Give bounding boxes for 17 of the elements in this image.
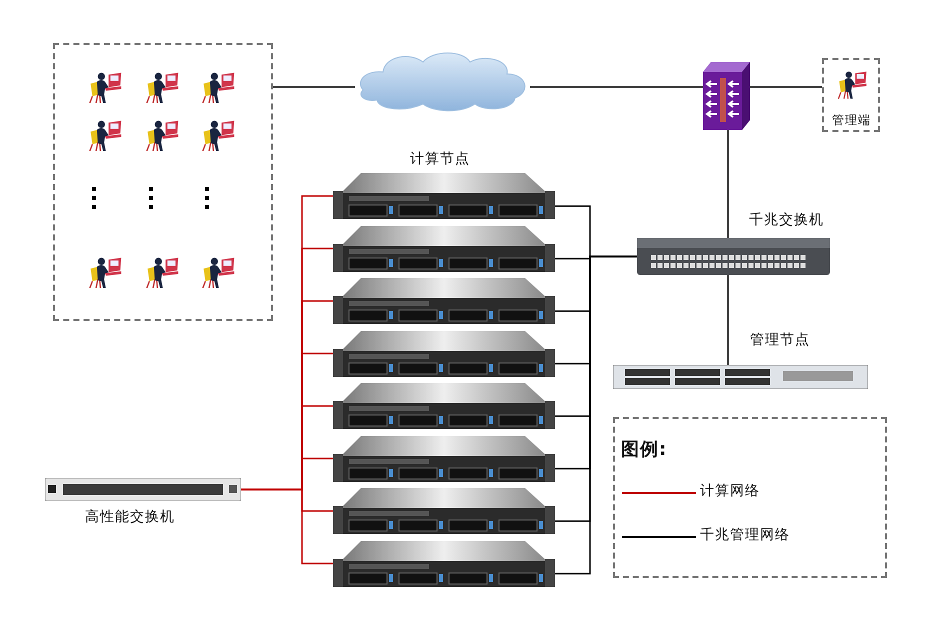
device-label: 管理端 — [832, 112, 871, 129]
device-label: 高性能交换机 — [85, 508, 175, 526]
connector-line — [530, 86, 703, 88]
user-group-frame — [53, 43, 273, 321]
connector-line — [273, 86, 355, 88]
device-label: 管理节点 — [750, 331, 810, 349]
connector-line — [727, 130, 729, 238]
connector-line — [241, 488, 333, 564]
connector-line — [555, 256, 637, 574]
terminal-frame — [822, 58, 880, 132]
connector-line — [727, 275, 729, 365]
legend-label: 计算网络 — [700, 482, 760, 500]
connector-line — [750, 86, 822, 88]
device-label: 千兆交换机 — [749, 211, 824, 229]
legend-label: 千兆管理网络 — [700, 526, 790, 544]
group-label: 计算节点 — [410, 150, 470, 168]
legend-title: 图例: — [621, 438, 668, 461]
